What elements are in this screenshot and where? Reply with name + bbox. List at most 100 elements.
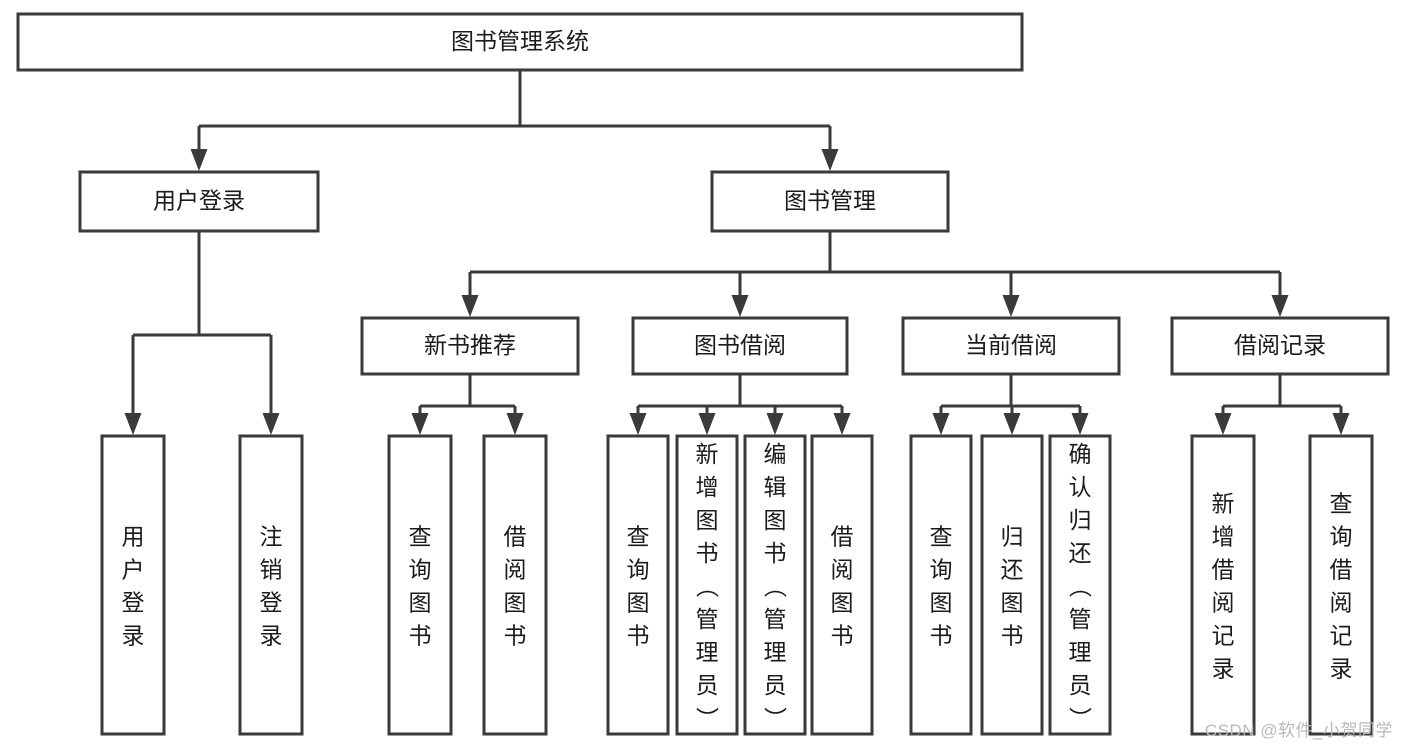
svg-text:新: 新 (1212, 491, 1235, 517)
node-book_borrow[interactable]: 图书借阅 (631, 316, 849, 376)
edge-arrowhead (262, 413, 280, 435)
node-label: 图书借阅 (694, 332, 786, 358)
svg-text:户: 户 (122, 557, 145, 583)
edge-arrowhead (1271, 295, 1289, 317)
node-box (238, 434, 304, 736)
svg-text:图: 图 (409, 590, 432, 616)
edge-layer (124, 70, 1350, 435)
svg-text:借: 借 (831, 524, 854, 550)
edge-arrowhead (766, 413, 784, 435)
svg-text:员: 员 (1069, 672, 1092, 698)
edge-arrowhead (124, 413, 142, 435)
svg-text:查: 查 (409, 524, 432, 550)
edge-arrowhead (1003, 413, 1021, 435)
edge-group (190, 70, 839, 171)
svg-text:（: （ (762, 575, 788, 598)
node-book_manage[interactable]: 图书管理 (710, 170, 950, 233)
edge-group (1214, 374, 1350, 435)
svg-text:员: 员 (764, 672, 787, 698)
svg-text:）: ） (762, 707, 788, 730)
node-leaf_user_login[interactable]: 用户登录 (100, 434, 166, 736)
svg-text:阅: 阅 (1330, 590, 1353, 616)
svg-text:书: 书 (831, 623, 854, 649)
svg-text:借: 借 (504, 524, 527, 550)
svg-text:理: 理 (764, 639, 787, 665)
svg-text:询: 询 (930, 557, 953, 583)
svg-text:图: 图 (930, 590, 953, 616)
node-box (810, 434, 874, 736)
svg-text:员: 员 (696, 672, 719, 698)
svg-text:图: 图 (696, 507, 719, 533)
node-label: 借阅记录 (1234, 332, 1326, 358)
svg-text:阅: 阅 (504, 557, 527, 583)
node-box (1308, 434, 1374, 736)
svg-text:新: 新 (696, 441, 719, 467)
svg-text:登: 登 (260, 590, 283, 616)
svg-text:管: 管 (1069, 606, 1092, 632)
svg-text:图: 图 (627, 590, 650, 616)
edge-group (461, 231, 1289, 317)
edge-arrowhead (698, 413, 716, 435)
svg-text:登: 登 (122, 590, 145, 616)
svg-text:阅: 阅 (1212, 590, 1235, 616)
node-new_book_rec[interactable]: 新书推荐 (360, 316, 580, 376)
svg-text:编: 编 (764, 441, 787, 467)
svg-text:查: 查 (1330, 491, 1353, 517)
node-box (1048, 434, 1112, 736)
node-box (78, 170, 320, 233)
edge-arrowhead (932, 413, 950, 435)
edge-arrowhead (821, 149, 839, 171)
svg-text:管: 管 (696, 606, 719, 632)
edge-arrowhead (629, 413, 647, 435)
edge-group (124, 231, 280, 435)
svg-text:用: 用 (122, 524, 145, 550)
svg-text:认: 认 (1069, 474, 1092, 500)
node-box (1190, 434, 1256, 736)
svg-text:询: 询 (1330, 524, 1353, 550)
svg-text:归: 归 (1069, 507, 1092, 533)
svg-text:理: 理 (696, 639, 719, 665)
edge-arrowhead (461, 295, 479, 317)
edge-arrowhead (1214, 413, 1232, 435)
svg-text:书: 书 (1001, 623, 1024, 649)
edge-group (629, 374, 851, 435)
node-user_login[interactable]: 用户登录 (78, 170, 320, 233)
node-box (360, 316, 580, 376)
node-root[interactable]: 图书管理系统 (16, 12, 1024, 72)
edge-arrowhead (411, 413, 429, 435)
svg-text:注: 注 (260, 524, 283, 550)
node-current_borrow[interactable]: 当前借阅 (901, 316, 1121, 376)
node-box (606, 434, 670, 736)
svg-text:图: 图 (1001, 590, 1024, 616)
node-label: 新书推荐 (424, 332, 516, 358)
svg-text:借: 借 (1330, 557, 1353, 583)
svg-text:增: 增 (1212, 524, 1235, 550)
node-borrow_record[interactable]: 借阅记录 (1170, 316, 1390, 376)
node-box (980, 434, 1044, 736)
svg-text:增: 增 (696, 474, 719, 500)
svg-text:询: 询 (627, 557, 650, 583)
svg-text:（: （ (1067, 575, 1093, 598)
